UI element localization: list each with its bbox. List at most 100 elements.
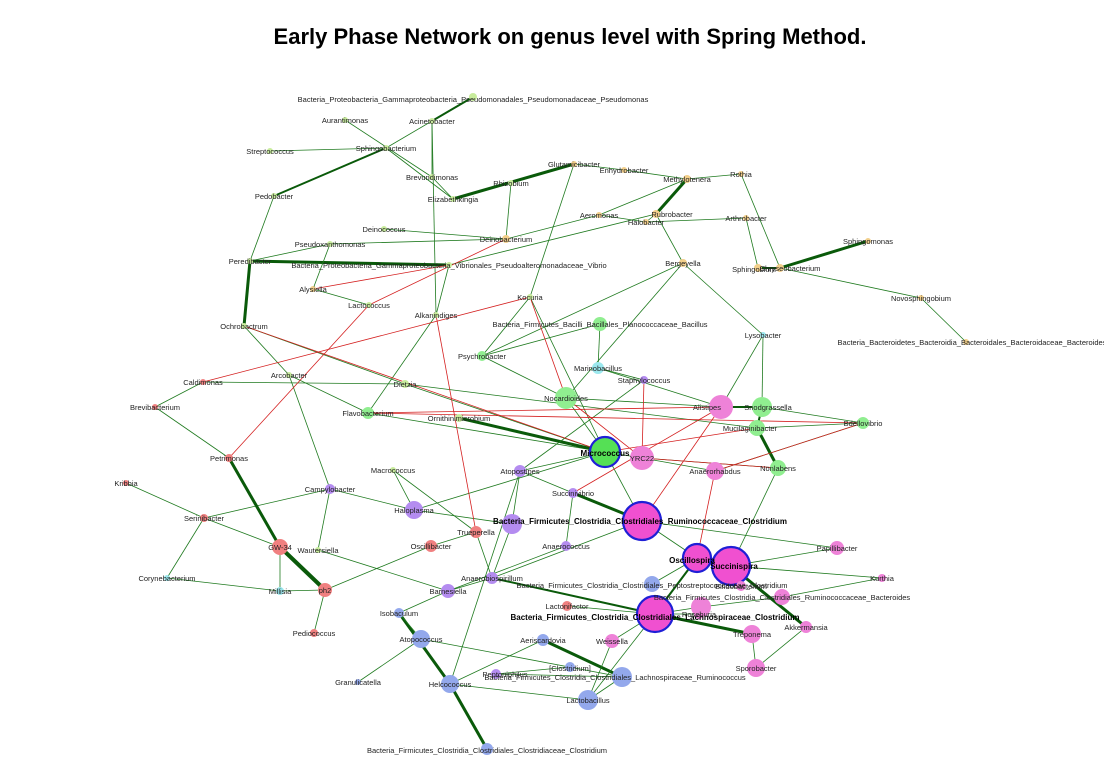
node-ph2[interactable] (318, 583, 332, 597)
node-deinococcus[interactable] (381, 226, 387, 232)
node-bacteroides_ext[interactable] (963, 339, 969, 345)
node-roseburia[interactable] (694, 609, 704, 619)
node-shogdrassella[interactable] (752, 397, 772, 417)
node-caldimonas[interactable] (200, 379, 206, 385)
node-anaerovibrio[interactable] (486, 572, 498, 584)
node-alistipes[interactable] (709, 395, 733, 419)
node-aeromonas[interactable] (596, 212, 602, 218)
node-acinetobacter[interactable] (429, 118, 435, 124)
node-kocuria[interactable] (527, 294, 533, 300)
node-wautersiella[interactable] (315, 547, 321, 553)
node-ornithinimicrobium[interactable] (455, 414, 463, 422)
node-akkermansia[interactable] (800, 621, 812, 633)
node-elizabethkingia[interactable] (450, 196, 456, 202)
node-pedobacter[interactable] (271, 193, 277, 199)
node-micrococcus[interactable] (588, 435, 622, 469)
node-brevibacterium[interactable] (152, 404, 158, 410)
node-gw34[interactable] (272, 539, 288, 555)
node-clostridium_bracket[interactable] (565, 662, 575, 672)
node-ochrobactrum[interactable] (241, 323, 247, 329)
node-sphingobacterium[interactable] (383, 145, 389, 151)
node-deinobacterium[interactable] (502, 235, 510, 243)
node-pediococcus[interactable] (310, 629, 318, 637)
node-barnesiella[interactable] (441, 584, 455, 598)
edge-anaerorhabdus-bdellovibrio (714, 422, 864, 472)
node-millisia[interactable] (276, 587, 284, 595)
node-chryseobacterium[interactable] (776, 264, 784, 272)
edge-sphingobacterium-pedobacter (273, 147, 387, 197)
node-methylotenera[interactable] (683, 175, 691, 183)
node-rothia[interactable] (738, 171, 744, 177)
node-petrimonas[interactable] (225, 454, 233, 462)
node-pseudomonas[interactable] (469, 93, 477, 101)
node-weissella[interactable] (605, 634, 619, 648)
node-novosphingobium[interactable] (918, 295, 924, 301)
node-succinivibrio[interactable] (568, 488, 578, 498)
node-nonlabens[interactable] (770, 460, 786, 476)
node-pseudoxanthomonas[interactable] (327, 241, 333, 247)
node-kribbia[interactable] (123, 480, 129, 486)
node-serinibacter[interactable] (200, 514, 208, 522)
node-trueperella[interactable] (470, 526, 482, 538)
node-perediba[interactable] (247, 258, 253, 264)
node-brevundimonas[interactable] (429, 174, 435, 180)
node-peptoniphilus[interactable] (491, 669, 501, 679)
node-macrococcus[interactable] (390, 467, 396, 473)
node-bifidobacterium[interactable] (736, 581, 746, 591)
node-flavobacterium[interactable] (362, 407, 374, 419)
node-atopostipes[interactable] (514, 465, 526, 477)
node-bdellovibrio[interactable] (857, 417, 869, 429)
node-bergeyella[interactable] (679, 259, 687, 267)
node-isobaculum[interactable] (394, 608, 404, 618)
node-helcococcus[interactable] (441, 675, 459, 693)
node-springobium[interactable] (754, 264, 762, 272)
node-arthrobacter[interactable] (743, 215, 749, 221)
node-anaerorhabdus[interactable] (706, 462, 724, 480)
node-nocardioides[interactable] (555, 387, 577, 409)
node-anaerococcus[interactable] (561, 541, 571, 551)
node-clostridiales_purple[interactable] (502, 514, 522, 534)
node-rubrobacter[interactable] (652, 210, 660, 218)
node-lactonifactor[interactable] (562, 601, 572, 611)
node-marinobacillus[interactable] (592, 362, 604, 374)
node-treponema[interactable] (743, 625, 761, 643)
node-ruminococcaceae_bacteroides[interactable] (774, 589, 790, 605)
node-campylobacter[interactable] (325, 484, 335, 494)
node-granulicatella[interactable] (355, 679, 361, 685)
node-lactobacillus[interactable] (578, 690, 598, 710)
node-sphingomonas[interactable] (865, 238, 871, 244)
node-kurthia[interactable] (878, 574, 886, 582)
node-lysobacter[interactable] (760, 332, 766, 338)
node-papillibacter[interactable] (830, 541, 844, 555)
node-bacillus[interactable] (593, 317, 607, 331)
node-yrc22[interactable] (630, 446, 654, 470)
node-corynebacterium[interactable] (164, 575, 170, 581)
node-lachnospiraceae_clostridium[interactable] (635, 594, 675, 634)
node-enhydrobacter[interactable] (621, 167, 627, 173)
node-clostridiaceae_clostridium[interactable] (481, 743, 493, 755)
node-oscillibacter[interactable] (425, 540, 437, 552)
node-psychrobacter[interactable] (477, 351, 487, 361)
node-dietzia[interactable] (401, 380, 409, 388)
node-arcobacter[interactable] (286, 372, 292, 378)
node-sporobacter[interactable] (747, 659, 765, 677)
node-streptococcus[interactable] (267, 148, 273, 154)
node-vibrio[interactable] (446, 262, 452, 268)
node-aeriscardovia[interactable] (537, 634, 549, 646)
node-rhizobium[interactable] (508, 180, 514, 186)
node-halobacter[interactable] (643, 219, 649, 225)
node-alysiella[interactable] (310, 286, 316, 292)
node-alkanindiges[interactable] (433, 312, 439, 318)
node-rc9_ruminococcaceae[interactable] (644, 576, 660, 592)
node-lactococcus[interactable] (366, 302, 372, 308)
node-mucilaginibacter[interactable] (749, 420, 765, 436)
node-glutamicibacter[interactable] (571, 161, 577, 167)
node-succinispira[interactable] (710, 545, 752, 587)
node-ruminococcaceae_clostridium[interactable] (621, 500, 663, 542)
node-staphylococcus[interactable] (640, 376, 648, 384)
node-aurantimonas[interactable] (342, 117, 348, 123)
node-haloplasma[interactable] (405, 501, 423, 519)
node-oscillospira[interactable] (681, 542, 713, 574)
node-lachno_ruminococcus[interactable] (612, 667, 632, 687)
node-atopobium[interactable] (412, 630, 430, 648)
